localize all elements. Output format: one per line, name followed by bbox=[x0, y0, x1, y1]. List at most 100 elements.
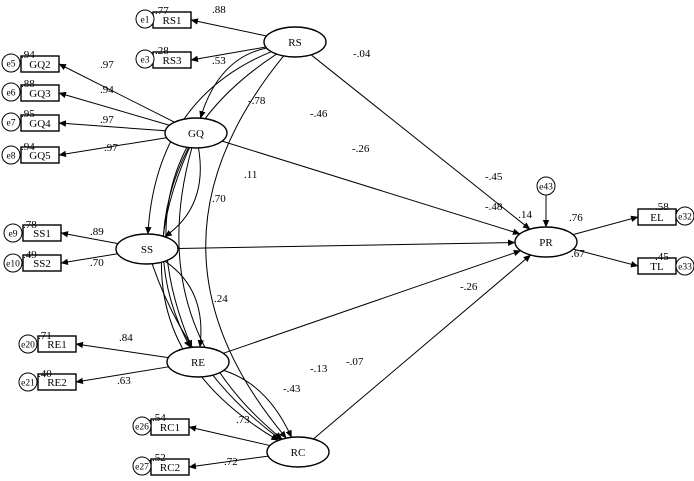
r2-label-RC2: .52 bbox=[152, 452, 166, 464]
r2-label-RE2: .40 bbox=[38, 368, 52, 380]
r2-label-SS1: .78 bbox=[23, 219, 37, 231]
latent-oval-RE bbox=[166, 346, 230, 378]
covariance-label-RS-RC: -.04 bbox=[353, 48, 371, 60]
observed-label-TL: TL bbox=[650, 261, 664, 273]
observed-box-GQ5 bbox=[20, 146, 60, 164]
r2-label-TL: .45 bbox=[655, 251, 669, 263]
error-label-e43: e43 bbox=[539, 183, 553, 193]
error-label-e9: e9 bbox=[9, 230, 18, 240]
covariance-arc-GQ-RC2 bbox=[161, 139, 279, 441]
r2-label-RC1: .54 bbox=[152, 412, 166, 424]
loading-arrow-TL bbox=[573, 248, 639, 268]
error-circle-e20 bbox=[18, 334, 38, 354]
loading-arrow-RC2 bbox=[188, 455, 269, 470]
path-label-RC-PR: -.26 bbox=[460, 281, 478, 293]
error-label-e1: e1 bbox=[141, 16, 150, 26]
path-label-GQ-PR: -.48 bbox=[485, 201, 503, 213]
r2-label-EL: .58 bbox=[655, 201, 669, 213]
loading-label-SS2: .70 bbox=[90, 257, 104, 269]
loading-arrow-EL bbox=[572, 215, 639, 236]
loading-arrow-SS2 bbox=[60, 253, 118, 266]
loading-label-GQ2: .97 bbox=[100, 59, 114, 71]
observed-box-GQ3 bbox=[20, 84, 60, 102]
loading-label-RC2: .72 bbox=[224, 456, 238, 468]
r2-label-SS2: .49 bbox=[23, 249, 37, 261]
loading-arrow-RS3 bbox=[190, 46, 266, 62]
covariance-label-SS-RE: .24 bbox=[214, 293, 228, 305]
error-circle-e21 bbox=[18, 372, 38, 392]
path-label-RS-PR: -.45 bbox=[485, 171, 503, 183]
error-label-e5: e5 bbox=[7, 60, 16, 70]
r2-label-GQ5: .94 bbox=[21, 141, 35, 153]
error-circle-e1 bbox=[135, 9, 155, 29]
r2-label-RE1: .71 bbox=[38, 330, 52, 342]
latent-label-RS: RS bbox=[288, 37, 301, 49]
loading-label-RE1: .84 bbox=[119, 332, 133, 344]
latent-oval-PR bbox=[514, 226, 578, 258]
error-label-e6: e6 bbox=[7, 89, 16, 99]
error-circle-e26 bbox=[132, 416, 152, 436]
observed-label-SS2: SS2 bbox=[33, 258, 51, 270]
error-circle-e43 bbox=[536, 176, 556, 196]
observed-label-GQ5: GQ5 bbox=[29, 150, 51, 162]
error-circle-e10 bbox=[3, 253, 23, 273]
observed-label-EL: EL bbox=[650, 212, 664, 224]
loading-label-GQ5: .97 bbox=[104, 142, 118, 154]
path-arrow-RC-PR bbox=[305, 254, 532, 446]
error-label-e32: e32 bbox=[678, 213, 692, 223]
observed-label-RS3: RS3 bbox=[163, 55, 182, 67]
latent-oval-RC bbox=[266, 436, 330, 468]
covariance-label-GQ-SS: .70 bbox=[212, 193, 226, 205]
loading-label-RC1: .73 bbox=[236, 414, 250, 426]
error-label-e33: e33 bbox=[678, 263, 692, 273]
error-label-e10: e10 bbox=[6, 260, 20, 270]
loading-label-EL: .76 bbox=[569, 212, 583, 224]
covariance-arc-SS-RE bbox=[157, 254, 204, 348]
latent-oval-GQ bbox=[164, 117, 228, 149]
latent-label-SS: SS bbox=[141, 244, 153, 256]
observed-label-SS1: SS1 bbox=[33, 228, 51, 240]
r2-label-GQ4: .95 bbox=[21, 108, 35, 120]
covariance-label-GQ-RC2: -.07 bbox=[346, 356, 364, 368]
error-label-e27: e27 bbox=[135, 463, 149, 473]
observed-label-RC2: RC2 bbox=[160, 462, 180, 474]
observed-label-RS1: RS1 bbox=[163, 15, 182, 27]
error-label-e8: e8 bbox=[7, 152, 16, 162]
observed-box-RE1 bbox=[37, 335, 77, 353]
error-circle-e8 bbox=[1, 145, 21, 165]
loading-label-RS3: .53 bbox=[212, 55, 226, 67]
latent-label-RC: RC bbox=[291, 447, 306, 459]
error-label-e7: e7 bbox=[7, 119, 16, 129]
loading-arrow-GQ3 bbox=[58, 91, 170, 126]
r2-label-PR: .14 bbox=[518, 209, 532, 221]
observed-label-RE2: RE2 bbox=[47, 377, 67, 389]
error-circle-e9 bbox=[3, 223, 23, 243]
error-circle-e6 bbox=[1, 82, 21, 102]
loading-arrow-RC1 bbox=[188, 425, 271, 447]
covariance-label-RS-GQ: -.78 bbox=[248, 95, 266, 107]
error-circle-e27 bbox=[132, 456, 152, 476]
error-circle-e32 bbox=[675, 206, 694, 226]
r2-label-RS1: .77 bbox=[155, 5, 169, 17]
loading-label-GQ3: .94 bbox=[100, 84, 114, 96]
loading-label-RS1: .88 bbox=[212, 4, 226, 16]
latent-oval-RS bbox=[263, 26, 327, 58]
covariance-label-GQ-RE: .11 bbox=[244, 169, 257, 181]
error-label-e3: e3 bbox=[141, 56, 150, 66]
error-label-e26: e26 bbox=[135, 423, 149, 433]
r2-label-GQ3: .88 bbox=[21, 78, 35, 90]
observed-box-SS1 bbox=[22, 224, 62, 242]
loading-label-GQ4: .97 bbox=[100, 114, 114, 126]
loading-arrow-RS1 bbox=[190, 18, 267, 37]
error-circle-e7 bbox=[1, 112, 21, 132]
path-arrow-RE-PR bbox=[215, 249, 522, 359]
covariance-label-RE-RC: -.43 bbox=[283, 383, 301, 395]
observed-box-GQ4 bbox=[20, 114, 60, 132]
observed-box-RE2 bbox=[37, 373, 77, 391]
error-circle-e33 bbox=[675, 256, 694, 276]
covariance-label-SS-RC: -.13 bbox=[310, 363, 328, 375]
path-arrow-SS-PR bbox=[177, 239, 516, 249]
observed-label-RE1: RE1 bbox=[47, 339, 67, 351]
covariance-label-RS-RE: -.26 bbox=[352, 143, 370, 155]
